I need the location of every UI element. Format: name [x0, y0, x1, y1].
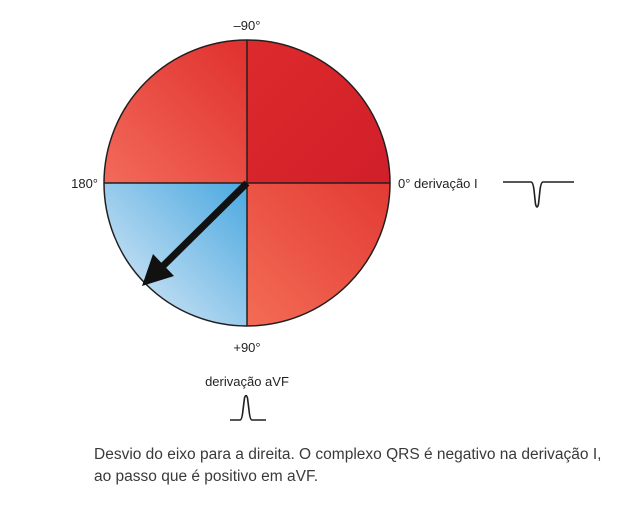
axis-diagram: –90° 180° 0° derivação I +90° derivação …	[71, 18, 574, 421]
quadrant-bottom-right	[247, 183, 390, 326]
label-avf: derivação aVF	[205, 374, 289, 389]
quadrant-top-left	[104, 40, 247, 183]
label-180: 180°	[71, 176, 98, 191]
caption-line-2: ao passo que é positivo em aVF.	[94, 468, 319, 485]
qrs-axis-arrow	[142, 180, 250, 286]
avf-waveform	[230, 394, 266, 421]
label-plus-90: +90°	[233, 340, 260, 355]
caption-line-1: Desvio do eixo para a direita. O complex…	[94, 446, 602, 463]
figure-caption: Desvio do eixo para a direita. O complex…	[94, 444, 634, 488]
label-0-lead-i: 0° derivação I	[398, 176, 478, 191]
label-minus-90: –90°	[234, 18, 261, 33]
lead-i-waveform	[503, 181, 574, 208]
quadrant-top-right	[247, 40, 390, 183]
